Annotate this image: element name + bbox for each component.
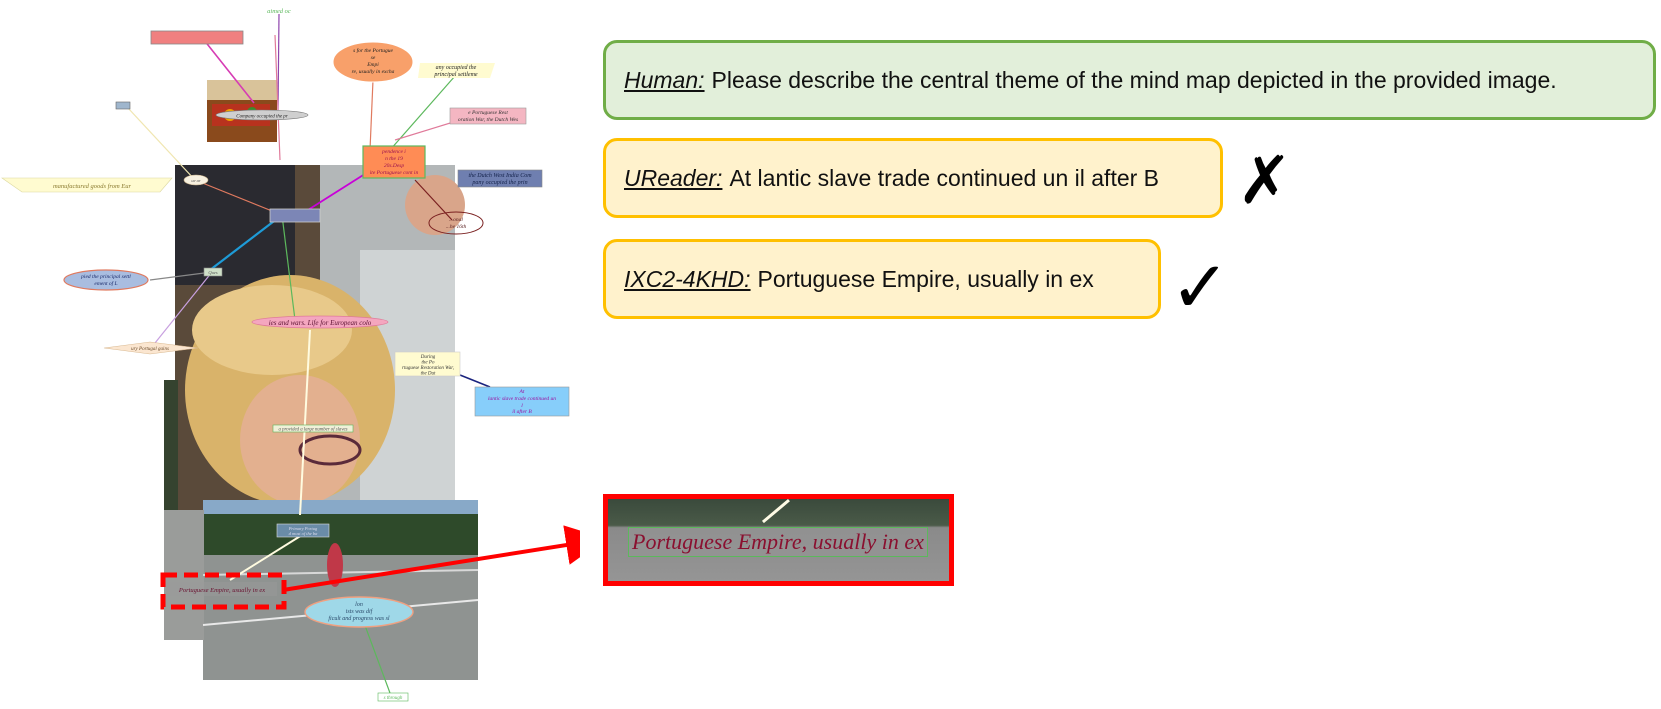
photo-woman [175, 165, 465, 510]
node-portugal-gains: ury Portugal gains [103, 341, 199, 355]
node-wars: ies and wars. Life for European colo [251, 315, 389, 329]
ureader-answer-box: UReader: At lantic slave trade continued… [603, 138, 1223, 218]
zoomed-label: Portuguese Empire, usually in ex [628, 527, 928, 557]
svg-text:a provided a large number of s: a provided a large number of slaves [279, 428, 348, 433]
svg-text:aimed oc: aimed oc [267, 8, 291, 15]
node-slaves: a provided a large number of slaves [272, 424, 354, 433]
ixc-answer-text: Portuguese Empire, usually in ex [757, 265, 1094, 292]
zoom-connector-line [761, 499, 790, 524]
node-through: s through [377, 692, 409, 702]
svg-text:ue ar: ue ar [191, 178, 201, 183]
svg-text:Company occupied the pr: Company occupied the pr [236, 115, 288, 120]
node-teenth: ...onal...he 16th [428, 211, 484, 235]
ixc-speaker: IXC2-4KHD: [624, 265, 751, 292]
human-question-box: Human: Please describe the central theme… [603, 40, 1656, 120]
node-panel-a: ue ar [183, 174, 209, 186]
node-portuguese-empire: Portuguese Empire, usually in ex [167, 582, 277, 596]
check-icon: ✓ [1170, 245, 1231, 329]
node-top-left-box [150, 30, 244, 45]
ureader-answer-text: At lantic slave trade continued un il af… [729, 164, 1160, 191]
svg-text:the Dutch West India Company o: the Dutch West India Company occupied th… [468, 173, 532, 186]
svg-text:e Portuguese Restoration War,: e Portuguese Restoration War, the Dutch … [458, 110, 518, 123]
node-manufactured: manufactured goods from Eur [1, 177, 173, 193]
node-center-small [269, 208, 321, 223]
node-panel-b: Ques [203, 267, 223, 277]
ureader-speaker: UReader: [624, 164, 723, 191]
connector-lines [127, 13, 491, 694]
human-question-text: Please describe the central theme of the… [711, 66, 1557, 93]
svg-text:ies and wars. Life for Europea: ies and wars. Life for European colo [269, 319, 372, 327]
svg-text:s through: s through [384, 696, 403, 701]
node-company: Company occupied the pr [215, 109, 309, 121]
svg-text:...onal...he 16th: ...onal...he 16th [446, 217, 467, 230]
zoomed-region: Portuguese Empire, usually in ex [603, 494, 954, 586]
zoom-arrow [282, 525, 580, 592]
human-speaker: Human: [624, 66, 705, 93]
svg-text:Ques: Ques [208, 270, 217, 275]
node-top-right: aimed oc [267, 8, 291, 15]
photo-tennis [164, 380, 479, 680]
ixc-answer-box: IXC2-4KHD: Portuguese Empire, usually in… [603, 239, 1161, 319]
svg-text:Portuguese Empire, usually in: Portuguese Empire, usually in ex [178, 587, 265, 594]
svg-text:manufactured goods from Eur: manufactured goods from Eur [53, 183, 132, 190]
cross-icon: ✗ [1237, 142, 1293, 219]
node-small-grey [115, 101, 131, 110]
svg-text:ury Portugal gains: ury Portugal gains [131, 347, 169, 352]
